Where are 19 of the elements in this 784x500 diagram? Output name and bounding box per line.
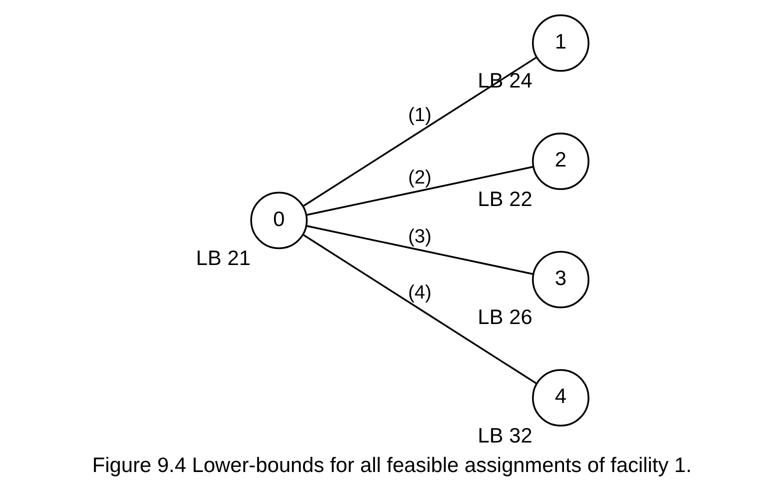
node-circle: 2	[532, 132, 590, 190]
connector	[302, 234, 538, 384]
edge-label: (1)	[408, 104, 432, 126]
node-label: LB 21	[196, 246, 251, 270]
node-circle: 4	[532, 369, 590, 427]
edge-label: (2)	[408, 168, 432, 189]
connector	[306, 166, 534, 216]
edge-label: (4)	[408, 282, 432, 304]
node-label: LB 24	[478, 70, 532, 93]
node-label: LB 32	[478, 424, 532, 448]
node-circle: 0	[250, 192, 308, 250]
node-label: LB 22	[478, 188, 532, 211]
node-circle: 3	[532, 250, 590, 308]
node-label: LB 26	[478, 306, 532, 330]
connector	[306, 225, 534, 275]
edge-label: (3)	[408, 226, 432, 248]
node-circle: 1	[532, 14, 590, 72]
caption: Figure 9.4 Lower-bounds for all feasible assignments of facility 1.	[92, 454, 692, 477]
connector	[302, 56, 538, 207]
